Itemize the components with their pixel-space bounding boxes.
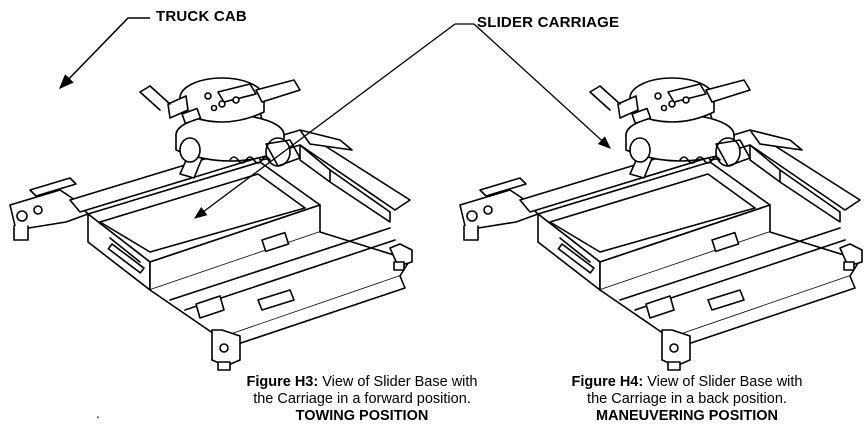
truck-cab-leader	[58, 17, 150, 90]
figure-h3-line1-text: View of Slider Base with	[318, 374, 478, 390]
stray-mark: .	[96, 405, 100, 421]
figure-h4-caption: Figure H4: View of Slider Base with the …	[527, 374, 847, 425]
figure-h4-line2: the Carriage in a back position.	[587, 391, 787, 407]
truck-cab-label: TRUCK CAB	[156, 8, 247, 25]
slider-carriage-label: SLIDER CARRIAGE	[477, 14, 620, 31]
figure-h3-id: Figure H3:	[246, 374, 319, 390]
hitch-drawing-maneuvering	[459, 77, 863, 371]
figure-h3-caption: Figure H3: View of Slider Base with the …	[202, 374, 522, 425]
figure-h3-line1: Figure H3: View of Slider Base with	[202, 374, 522, 391]
figure-h4-line1: Figure H4: View of Slider Base with	[527, 374, 847, 391]
figure-h4-position: MANEUVERING POSITION	[595, 408, 779, 424]
figure-h3-position: TOWING POSITION	[295, 408, 429, 424]
figure-h4-id: Figure H4:	[571, 374, 644, 390]
slider-carriage-leaders	[193, 23, 611, 219]
hitch-drawing-towing	[9, 77, 413, 371]
figure-h3-line2: the Carriage in a forward position.	[253, 391, 471, 407]
figure-h4-line1-text: View of Slider Base with	[643, 374, 803, 390]
